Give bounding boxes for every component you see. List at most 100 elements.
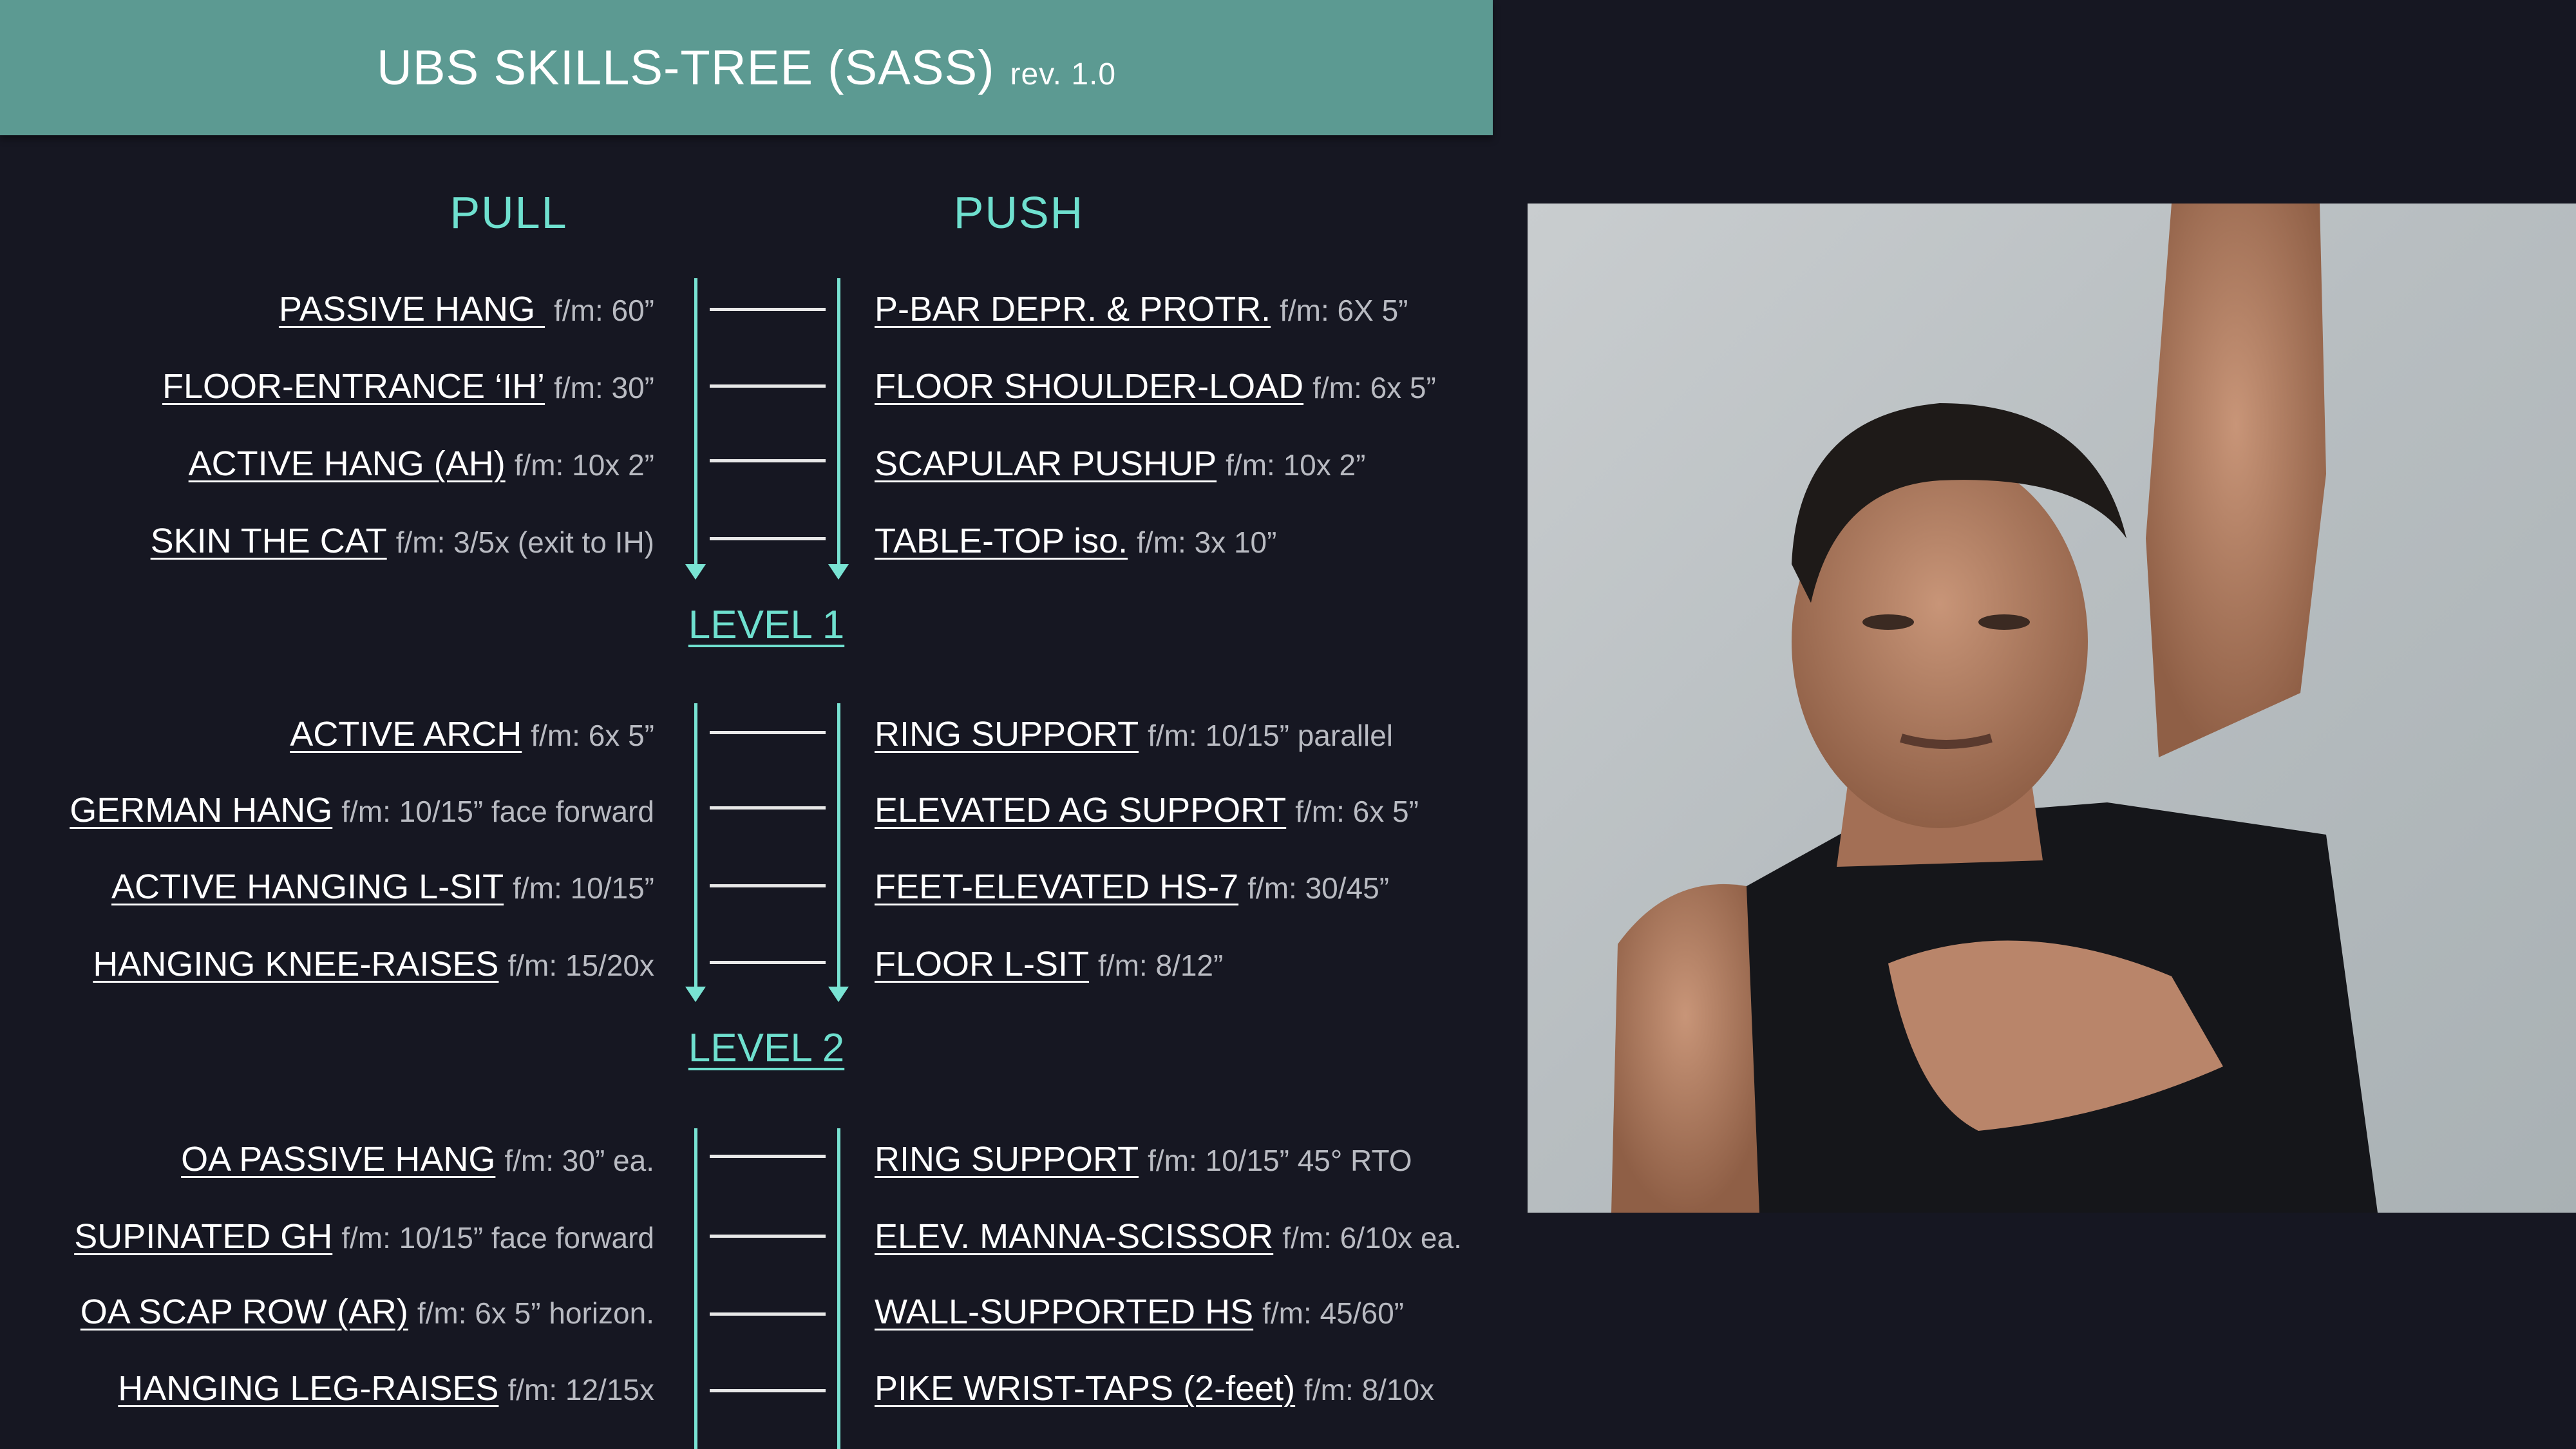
arrow-down-icon <box>685 987 706 1002</box>
header-bar: UBS SKILLS-TREE (SASS) rev. 1.0 <box>0 0 1493 135</box>
exercise-name: SKIN THE CAT <box>150 522 387 560</box>
push-exercise: RING SUPPORT f/m: 10/15” parallel <box>875 708 1393 760</box>
push-exercise: TABLE-TOP iso. f/m: 3x 10” <box>875 515 1276 567</box>
exercise-note: f/m: 3/5x (exit to IH) <box>395 526 654 559</box>
push-column-heading: PUSH <box>953 187 1084 238</box>
instructor-video <box>1528 204 2576 1213</box>
connector-line <box>710 731 826 734</box>
exercise-name: ELEV. MANNA-SCISSOR <box>875 1217 1274 1256</box>
connector-line <box>710 1312 826 1316</box>
push-progression-line <box>837 1128 840 1449</box>
push-progression-line <box>837 278 840 569</box>
exercise-name: ACTIVE ARCH <box>290 715 522 753</box>
exercise-name: TABLE-TOP iso. <box>875 522 1128 560</box>
exercise-name: SCAPULAR PUSHUP <box>875 444 1217 483</box>
connector-line <box>710 1235 826 1238</box>
revision-label: rev. 1.0 <box>1010 57 1117 91</box>
exercise-note: f/m: 30” <box>554 371 654 404</box>
exercise-name: PIKE WRIST-TAPS (2-feet) <box>875 1369 1296 1408</box>
exercise-note: f/m: 30/45” <box>1247 871 1390 905</box>
exercise-note: f/m: 6x 5” <box>1295 795 1419 828</box>
push-exercise: SCAPULAR PUSHUP f/m: 10x 2” <box>875 438 1365 489</box>
pull-exercise: FLOOR-ENTRANCE ‘IH’ f/m: 30” <box>162 361 654 412</box>
push-exercise: P-BAR DEPR. & PROTR. f/m: 6X 5” <box>875 283 1408 335</box>
exercise-name: FLOOR L-SIT <box>875 945 1090 983</box>
pull-exercise: ACTIVE HANGING L-SIT f/m: 10/15” <box>111 861 654 913</box>
exercise-note: f/m: 6x 5” <box>531 719 654 752</box>
skills-tree-slide: UBS SKILLS-TREE (SASS) rev. 1.0 PULL PUS… <box>0 0 1493 1449</box>
exercise-name: HANGING LEG-RAISES <box>118 1369 499 1408</box>
connector-line <box>710 537 826 540</box>
exercise-name: RING SUPPORT <box>875 1140 1139 1179</box>
exercise-note: f/m: 3x 10” <box>1137 526 1277 559</box>
exercise-name: PASSIVE HANG <box>278 290 545 328</box>
connector-line <box>710 1389 826 1392</box>
push-exercise: PIKE WRIST-TAPS (2-feet)f/m: 8/10x <box>875 1363 1434 1414</box>
exercise-note: f/m: 10/15” face forward <box>341 795 654 828</box>
pull-exercise: PASSIVE HANG f/m: 60” <box>279 283 654 335</box>
exercise-name: ACTIVE HANGING L-SIT <box>111 867 504 906</box>
exercise-note: f/m: 10/15” parallel <box>1148 719 1394 752</box>
exercise-name: OA PASSIVE HANG <box>181 1140 496 1179</box>
exercise-name: SUPINATED GH <box>74 1217 333 1256</box>
exercise-note: f/m: 45/60” <box>1262 1296 1404 1330</box>
exercise-note: f/m: 30” ea. <box>504 1144 654 1177</box>
exercise-note: f/m: 12/15x <box>507 1373 654 1406</box>
exercise-note: f/m: 6X 5” <box>1280 294 1408 327</box>
exercise-name: ELEVATED AG SUPPORT <box>875 791 1287 829</box>
exercise-note: f/m: 10/15” face forward <box>341 1221 654 1255</box>
instructor-image <box>1611 204 2378 1213</box>
connector-line <box>710 308 826 311</box>
exercise-note: f/m: 8/10x <box>1304 1373 1435 1406</box>
header-title: UBS SKILLS-TREE (SASS) rev. 1.0 <box>0 0 1493 135</box>
connector-line <box>710 384 826 388</box>
pull-exercise: ACTIVE HANG (AH)f/m: 10x 2” <box>189 438 654 489</box>
arrow-down-icon <box>685 564 706 580</box>
exercise-name: OA SCAP ROW (AR) <box>80 1293 408 1331</box>
title-text: UBS SKILLS-TREE (SASS) <box>376 40 995 95</box>
exercise-note: f/m: 6x 5” <box>1312 371 1436 404</box>
exercise-note: f/m: 10x 2” <box>514 448 654 482</box>
exercise-note: f/m: 10/15” <box>513 871 654 905</box>
exercise-name: P-BAR DEPR. & PROTR. <box>875 290 1271 328</box>
exercise-name: HANGING KNEE-RAISES <box>93 945 499 983</box>
arrow-down-icon <box>828 987 849 1002</box>
exercise-note: f/m: 60” <box>554 294 654 327</box>
connector-line <box>710 459 826 462</box>
connector-line <box>710 1155 826 1158</box>
exercise-name: RING SUPPORT <box>875 715 1139 753</box>
exercise-note: f/m: 15/20x <box>507 949 654 982</box>
connector-line <box>710 884 826 887</box>
exercise-note: f/m: 10/15” 45° RTO <box>1148 1144 1412 1177</box>
pull-exercise: OA SCAP ROW (AR) f/m: 6x 5” horizon. <box>80 1286 654 1338</box>
push-progression-line <box>837 703 840 992</box>
pull-column-heading: PULL <box>450 187 568 238</box>
level-1-label: LEVEL 1 <box>688 603 845 647</box>
exercise-name: FLOOR-ENTRANCE ‘IH’ <box>162 367 545 406</box>
pull-progression-line <box>694 703 697 992</box>
connector-line <box>710 961 826 964</box>
exercise-note: f/m: 6/10x ea. <box>1282 1221 1462 1255</box>
exercise-note: f/m: 10x 2” <box>1226 448 1366 482</box>
level-2-label: LEVEL 2 <box>688 1026 845 1070</box>
exercise-name: FLOOR SHOULDER-LOAD <box>875 367 1304 406</box>
pull-progression-line <box>694 1128 697 1449</box>
exercise-name: FEET-ELEVATED HS-7 <box>875 867 1239 906</box>
exercise-note: f/m: 6x 5” horizon. <box>417 1296 654 1330</box>
exercise-note: f/m: 8/12” <box>1098 949 1224 982</box>
pull-exercise: ACTIVE ARCH f/m: 6x 5” <box>290 708 654 760</box>
arrow-down-icon <box>828 564 849 580</box>
exercise-name: GERMAN HANG <box>70 791 333 829</box>
exercise-name: WALL-SUPPORTED HS <box>875 1293 1254 1331</box>
